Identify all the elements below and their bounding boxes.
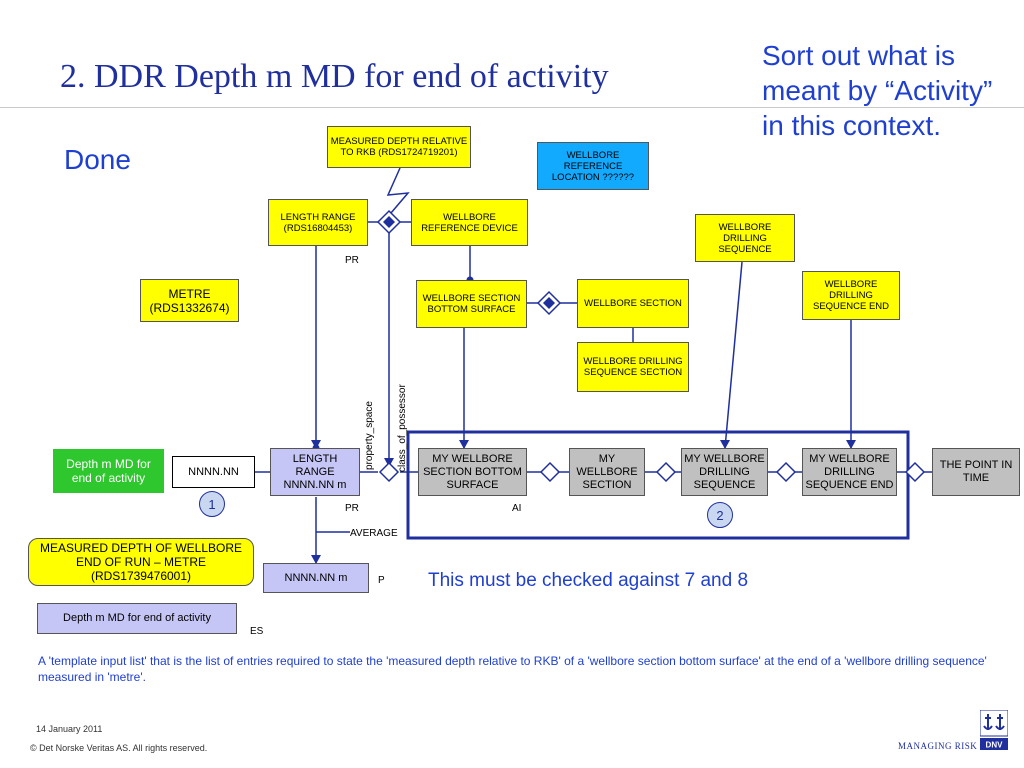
node-my-wellbore-section: MY WELLBORE SECTION [569,448,645,496]
arrow-mywds [720,440,730,449]
dnv-logo-text: DNV [986,741,1004,750]
node-measured-depth-of-wellbore: MEASURED DEPTH OF WELLBORE END OF RUN – … [28,538,254,586]
label-pr-top: PR [345,255,359,266]
done-label: Done [64,144,131,175]
node-depth-md-lavender: Depth m MD for end of activity [37,603,237,634]
node-wellbore-reference-device: WELLBORE REFERENCE DEVICE [411,199,528,246]
check-note: This must be checked against 7 and 8 [428,570,749,591]
diamond-mywsbs-myws [539,461,561,483]
node-my-wellbore-drilling-sequence-end: MY WELLBORE DRILLING SEQUENCE END [802,448,897,496]
node-wellbore-section-bottom-surface: WELLBORE SECTION BOTTOM SURFACE [416,280,527,328]
node-wellbore-drilling-sequence-section: WELLBORE DRILLING SEQUENCE SECTION [577,342,689,392]
diamond-myws-mywds [655,461,677,483]
node-depth-md-green: Depth m MD for end of activity [53,449,164,493]
node-my-wellbore-section-bottom-surface: MY WELLBORE SECTION BOTTOM SURFACE [418,448,527,496]
arrow-mywsbs [459,440,469,449]
label-property-space: property_space [364,401,375,470]
arrow-nnnn-m [311,555,321,564]
activity-note: Sort out what is meant by “Activity” in … [762,40,993,141]
node-wellbore-drilling-sequence-end: WELLBORE DRILLING SEQUENCE END [802,271,900,320]
node-wellbore-reference-location: WELLBORE REFERENCE LOCATION ?????? [537,142,649,190]
label-average: AVERAGE [350,528,398,539]
diamond-mywdse-point [904,461,926,483]
label-class-of-possessor: class_of_possessor [397,384,408,472]
diamond-mywds-mywdse [775,461,797,483]
label-es: ES [250,626,264,637]
marker-circle-1: 1 [199,491,225,517]
node-wellbore-drilling-sequence: WELLBORE DRILLING SEQUENCE [695,214,795,262]
diamond-length-range [376,209,402,235]
connector-wds-mywds [724,261,743,449]
node-length-range-value: LENGTH RANGE NNNN.NN m [270,448,360,496]
label-p: P [378,575,385,586]
label-pr-mid: PR [345,503,359,514]
diamond-wsbs [536,290,562,316]
node-nnnn-m: NNNN.NN m [263,563,369,593]
dnv-logo-icon: DNV [980,710,1008,750]
footer-copyright: © Det Norske Veritas AS. All rights rese… [30,743,208,753]
node-nnnn-value: NNNN.NN [172,456,255,488]
diamond-average [378,461,400,483]
managing-risk-text: MANAGING RISK [898,741,978,751]
diamond-group [376,209,926,483]
marker-circle-2: 2 [707,502,733,528]
node-metre: METRE (RDS1332674) [140,279,239,322]
slide-title: 2. DDR Depth m MD for end of activity [60,58,609,95]
description-text: A 'template input list' that is the list… [38,654,987,684]
footer-date: 14 January 2011 [36,724,103,734]
node-the-point-in-time: THE POINT IN TIME [932,448,1020,496]
node-my-wellbore-drilling-sequence: MY WELLBORE DRILLING SEQUENCE [681,448,768,496]
lightning-connector [384,167,410,221]
node-wellbore-section: WELLBORE SECTION [577,279,689,328]
node-length-range: LENGTH RANGE (RDS16804453) [268,199,368,246]
title-divider [0,107,1024,108]
arrow-mywdse [846,440,856,449]
my-objects-frame [406,430,910,540]
node-measured-depth-rkb: MEASURED DEPTH RELATIVE TO RKB (RDS17247… [327,126,471,168]
label-ai: AI [512,503,522,514]
